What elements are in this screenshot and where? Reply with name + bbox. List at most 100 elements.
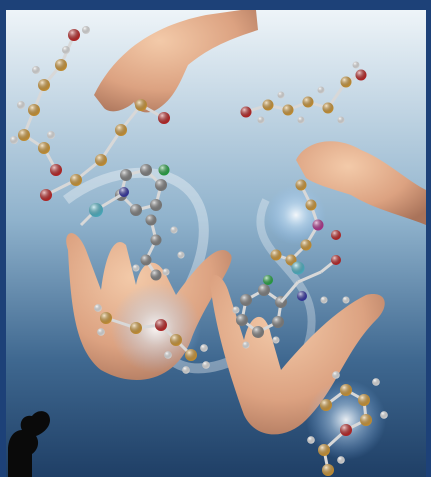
atom-highlight: [177, 251, 185, 259]
atom-highlight: [32, 66, 40, 74]
atom-highlight: [277, 91, 285, 99]
bond: [99, 129, 123, 161]
light-streak: [256, 198, 316, 352]
atom-highlight: [97, 328, 105, 336]
atom-highlight: [140, 164, 152, 176]
atom-highlight: [135, 99, 147, 111]
bond: [297, 270, 322, 284]
hand-icon: [296, 141, 426, 225]
atom-highlight: [332, 371, 340, 379]
atom-highlight: [372, 378, 380, 386]
atom-highlight: [320, 296, 328, 304]
atom-highlight: [340, 76, 352, 88]
atom-highlight: [282, 104, 294, 116]
atom-highlight: [320, 399, 332, 411]
atom-highlight: [150, 199, 162, 211]
atom-highlight: [240, 106, 252, 118]
molecule-hands-illustration: [6, 10, 426, 477]
atom-highlight: [120, 169, 132, 181]
atom-highlight: [185, 349, 197, 361]
atom-highlight: [297, 291, 307, 301]
atom-highlight: [318, 444, 330, 456]
atom-highlight: [302, 96, 314, 108]
atom-highlight: [337, 116, 345, 124]
atom-highlight: [170, 334, 182, 346]
atom-highlight: [140, 254, 152, 266]
atom-highlight: [158, 164, 170, 176]
atom-highlight: [55, 59, 67, 71]
atom-highlight: [297, 116, 305, 124]
atom-highlight: [340, 424, 352, 436]
atom-highlight: [202, 361, 210, 369]
atom-highlight: [82, 26, 90, 34]
atom-highlight: [272, 336, 280, 344]
atom-highlight: [130, 204, 142, 216]
atom-highlight: [10, 136, 18, 144]
atom-highlight: [355, 69, 367, 81]
atom-highlight: [252, 326, 264, 338]
atom-highlight: [145, 214, 157, 226]
atom-highlight: [150, 234, 162, 246]
atom-highlight: [70, 174, 82, 186]
atom-highlight: [322, 102, 334, 114]
atom-highlight: [17, 101, 25, 109]
atom-highlight: [270, 249, 282, 261]
atom-highlight: [200, 344, 208, 352]
atom-highlight: [263, 275, 273, 285]
atom-highlight: [262, 99, 274, 111]
atom-highlight: [291, 261, 305, 275]
atom-highlight: [150, 269, 162, 281]
atom-highlight: [331, 255, 341, 265]
atom-highlight: [94, 304, 102, 312]
atom-highlight: [132, 264, 140, 272]
atom-highlight: [164, 351, 172, 359]
atom-highlight: [40, 189, 52, 201]
atom-highlight: [305, 199, 317, 211]
hand-icon: [94, 10, 258, 113]
atom-highlight: [18, 129, 30, 141]
molecule-icon: [10, 26, 388, 476]
atom-highlight: [360, 414, 372, 426]
atom-highlight: [322, 464, 334, 476]
atom-highlight: [331, 230, 341, 240]
atom-highlight: [258, 284, 270, 296]
atom-highlight: [312, 219, 324, 231]
atom-highlight: [95, 154, 107, 166]
atom-highlight: [162, 268, 170, 276]
atom-highlight: [337, 456, 345, 464]
atom-highlight: [380, 411, 388, 419]
atom-highlight: [342, 296, 350, 304]
atom-highlight: [155, 319, 167, 331]
atom-highlight: [340, 384, 352, 396]
atom-highlight: [170, 226, 178, 234]
atom-highlight: [352, 61, 360, 69]
atom-highlight: [130, 322, 142, 334]
bond: [279, 281, 300, 303]
atom-highlight: [62, 46, 70, 54]
atom-highlight: [307, 436, 315, 444]
atom-highlight: [89, 203, 103, 217]
atom-highlight: [358, 394, 370, 406]
atom-highlight: [158, 112, 170, 124]
atom-highlight: [38, 142, 50, 154]
atom-highlight: [300, 239, 312, 251]
logo-silhouette-icon: [8, 411, 50, 477]
atom-highlight: [242, 341, 250, 349]
atom-highlight: [317, 86, 325, 94]
atom-highlight: [155, 179, 167, 191]
atom-highlight: [47, 131, 55, 139]
atom-highlight: [232, 306, 240, 314]
atom-highlight: [285, 254, 297, 266]
atom-highlight: [28, 104, 40, 116]
atom-highlight: [115, 124, 127, 136]
illustration: [6, 10, 426, 477]
atom-highlight: [100, 312, 112, 324]
hand-icon: [209, 275, 385, 435]
atom-highlight: [272, 316, 284, 328]
atom-highlight: [240, 294, 252, 306]
atom-highlight: [119, 187, 129, 197]
atom-highlight: [257, 116, 265, 124]
sparkle-icon: [266, 185, 326, 245]
atom-highlight: [38, 79, 50, 91]
